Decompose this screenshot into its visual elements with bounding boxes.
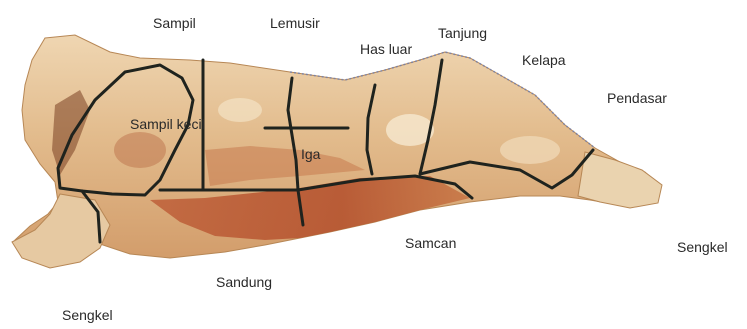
fat-patch <box>114 132 166 168</box>
label-sandung: Sandung <box>216 275 272 289</box>
label-kelapa: Kelapa <box>522 53 566 67</box>
label-samcan: Samcan <box>405 236 456 250</box>
label-sengkel-left: Sengkel <box>62 308 113 322</box>
label-iga: Iga <box>301 147 320 161</box>
label-sampil-kecil: Sampil kecil <box>130 117 205 131</box>
label-lemusir: Lemusir <box>270 16 320 30</box>
label-has-luar: Has luar <box>360 42 412 56</box>
fat-patch <box>218 98 262 122</box>
label-pendasar: Pendasar <box>607 91 667 105</box>
fat-patch <box>500 136 560 164</box>
label-sampil: Sampil <box>153 16 196 30</box>
right-shank <box>578 152 662 208</box>
label-sengkel-right: Sengkel <box>677 240 728 254</box>
label-tanjung: Tanjung <box>438 26 487 40</box>
